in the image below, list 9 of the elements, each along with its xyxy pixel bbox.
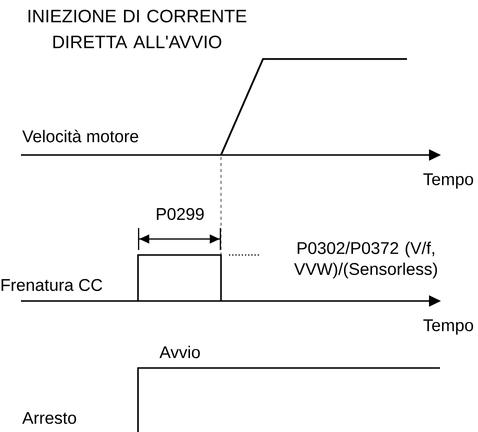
label: Tempo bbox=[423, 319, 474, 335]
label: Arresto bbox=[22, 412, 76, 424]
label: Avvio bbox=[159, 346, 200, 358]
label: Frenatura CC bbox=[2, 279, 102, 291]
label: P0299 bbox=[156, 208, 204, 220]
label: Tempo bbox=[423, 173, 474, 189]
label: P0302/P0372 (V/f, VVW)/(Sensorless) bbox=[294, 242, 437, 278]
label: Velocità motore bbox=[22, 130, 138, 142]
title: INIEZIONE DI CORRENTE DIRETTA ALL'AVVIO bbox=[28, 10, 246, 48]
